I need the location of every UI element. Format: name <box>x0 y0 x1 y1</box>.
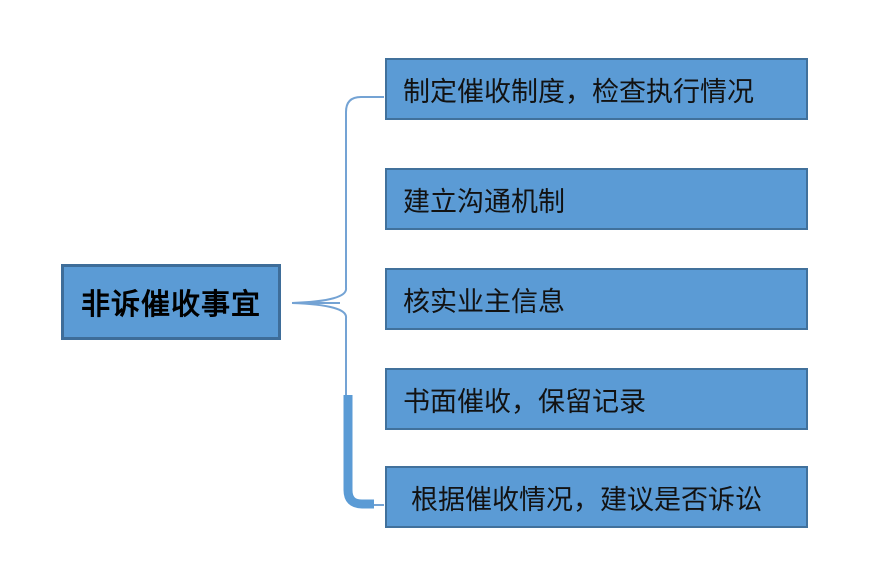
connector-brace-lower <box>291 302 384 506</box>
child-node-1[interactable]: 制定催收制度，检查执行情况 <box>385 58 808 120</box>
root-node[interactable]: 非诉催收事宜 <box>61 264 281 340</box>
child-node-2-label: 建立沟通机制 <box>403 186 565 217</box>
child-node-1-label: 制定催收制度，检查执行情况 <box>403 76 754 107</box>
connector-brace-upper <box>291 96 384 304</box>
connector-thick-segment <box>343 395 374 509</box>
child-node-4[interactable]: 书面催收，保留记录 <box>385 368 808 430</box>
child-node-3-label: 核实业主信息 <box>403 286 565 317</box>
child-node-2[interactable]: 建立沟通机制 <box>385 168 808 230</box>
child-node-3[interactable]: 核实业主信息 <box>385 268 808 330</box>
child-node-5-label: 根据催收情况，建议是否诉讼 <box>411 484 762 515</box>
child-node-4-label: 书面催收，保留记录 <box>403 386 646 417</box>
child-node-5[interactable]: 根据催收情况，建议是否诉讼 <box>385 466 808 528</box>
root-node-label: 非诉催收事宜 <box>80 289 261 321</box>
